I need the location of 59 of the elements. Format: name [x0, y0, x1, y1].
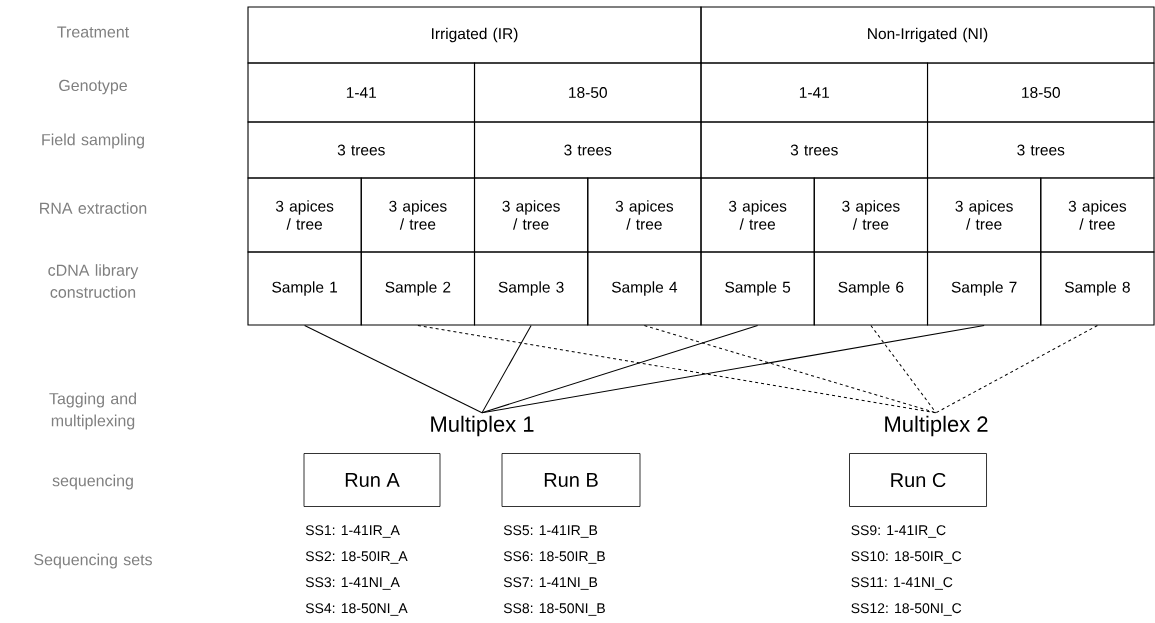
row-header: sequencing	[52, 474, 133, 490]
table-cell: Sample 6	[813, 251, 929, 326]
sequencing-set-label: SS12: 18-50NI_C	[851, 603, 962, 616]
sequencing-set-label: SS9: 1-41IR_C	[851, 525, 946, 538]
multiplex-label: Multiplex 2	[885, 415, 988, 437]
table-cell: Sample 7	[926, 251, 1042, 326]
connector-line	[304, 325, 483, 414]
table-cell: 3 apices / tree	[473, 177, 589, 253]
table-cell: Sample 5	[700, 251, 815, 326]
run-box: Run C	[849, 453, 987, 507]
connector-line	[481, 325, 532, 414]
table-cell: 3 apices / tree	[700, 177, 815, 253]
row-header: Tagging and multiplexing	[49, 392, 136, 430]
sequencing-set-label: SS2: 18-50IR_A	[305, 551, 408, 564]
table-cell: Sample 8	[1040, 251, 1155, 326]
table-cell: 3 apices / tree	[247, 177, 362, 253]
sequencing-set-label: SS5: 1-41IR_B	[503, 525, 598, 538]
row-header: Treatment	[57, 26, 130, 38]
sequencing-set-label: SS3: 1-41NI_A	[305, 577, 400, 590]
table-cell: 3 apices / tree	[587, 177, 702, 253]
multiplex-label: Multiplex 1	[431, 415, 534, 437]
connector-line	[643, 325, 937, 414]
table-cell: Sample 1	[247, 251, 362, 326]
table-cell: 3 apices / tree	[1040, 177, 1155, 253]
sequencing-set-label: SS7: 1-41NI_B	[503, 577, 598, 590]
table-cell: 1-41	[700, 62, 929, 123]
table-cell: 3 trees	[473, 121, 702, 179]
row-header: Sequencing sets	[34, 553, 152, 569]
connector-line	[870, 325, 937, 414]
table-cell: 3 trees	[700, 121, 929, 179]
sequencing-set-label: SS10: 18-50IR_C	[851, 551, 962, 564]
table-cell: Sample 4	[587, 251, 702, 326]
table-cell: 3 apices / tree	[813, 177, 929, 253]
row-header: cDNA library construction	[48, 264, 139, 298]
table-cell: Sample 3	[473, 251, 589, 326]
table-cell: 3 trees	[247, 121, 476, 179]
row-header: RNA extraction	[40, 202, 147, 214]
sequencing-set-label: SS1: 1-41IR_A	[305, 525, 400, 538]
sequencing-set-label: SS6: 18-50IR_B	[503, 551, 605, 564]
connector-line	[481, 325, 759, 414]
run-box: Run A	[303, 453, 441, 507]
table-cell: 3 trees	[926, 121, 1155, 179]
sequencing-set-label: SS8: 18-50NI_B	[503, 603, 605, 616]
table-cell: 18-50	[473, 62, 702, 123]
table-cell: Irrigated (IR)	[247, 6, 702, 64]
table-cell: Non-Irrigated (NI)	[700, 6, 1155, 64]
connector-line	[417, 325, 937, 414]
connector-line	[481, 325, 985, 414]
sequencing-set-label: SS11: 1-41NI_C	[851, 577, 953, 590]
connector-line	[935, 325, 1098, 414]
table-cell: 3 apices / tree	[926, 177, 1042, 253]
table-cell: 18-50	[926, 62, 1155, 123]
sequencing-set-label: SS4: 18-50NI_A	[305, 603, 408, 616]
table-cell: Sample 2	[360, 251, 476, 326]
table-cell: 1-41	[247, 62, 476, 123]
table-cell: 3 apices / tree	[360, 177, 476, 253]
row-header: Genotype	[59, 79, 127, 95]
run-box: Run B	[501, 453, 641, 507]
row-header: Field sampling	[42, 133, 144, 149]
